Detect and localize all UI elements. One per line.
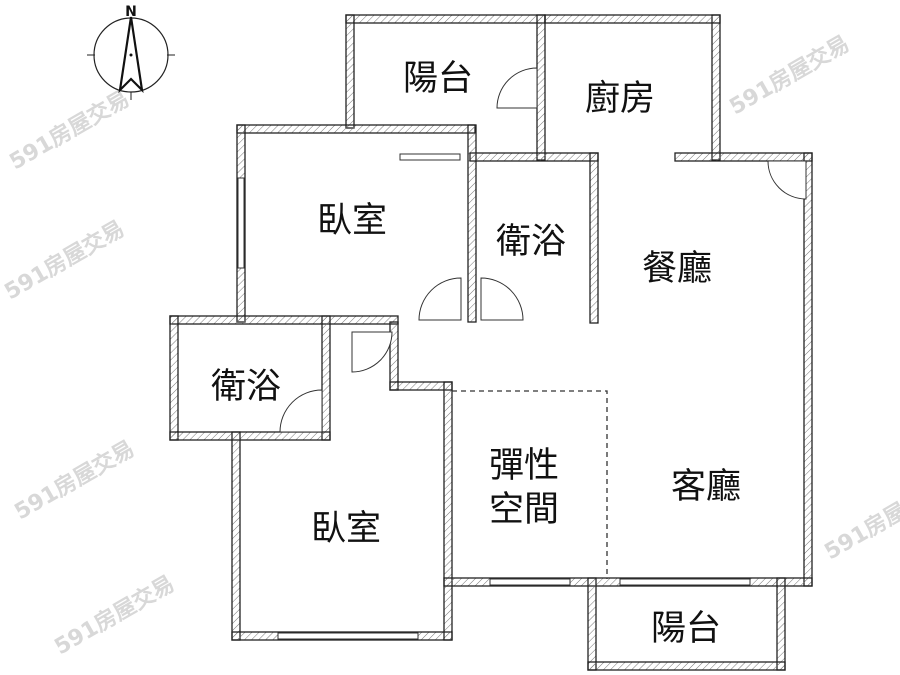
flex-space-boundary <box>452 390 608 579</box>
room-label-bath-top: 衛浴 <box>496 222 566 262</box>
walls <box>169 14 813 671</box>
wall <box>803 152 813 587</box>
room-label-bath-left: 衛浴 <box>211 367 281 407</box>
wall <box>169 315 179 441</box>
wall <box>443 381 453 641</box>
door-swing <box>496 67 538 109</box>
room-label-flex-line1: 彈性 <box>489 446 559 486</box>
wall <box>674 152 813 162</box>
wall <box>544 14 721 24</box>
north-compass-icon: N <box>87 4 175 100</box>
wall <box>236 124 476 134</box>
wall <box>467 124 477 323</box>
window <box>619 578 751 586</box>
watermark-text: 591房屋交易 <box>50 571 179 660</box>
wall <box>711 14 721 161</box>
wall <box>169 315 399 325</box>
wall <box>587 661 786 671</box>
room-label-balcony-bottom: 陽台 <box>651 609 721 649</box>
wall <box>321 315 331 441</box>
windows <box>237 153 751 640</box>
wall <box>345 14 355 129</box>
window <box>277 632 419 640</box>
wall <box>589 152 599 324</box>
door-swing <box>480 277 524 321</box>
door-swing <box>418 277 462 321</box>
room-label-dining: 餐廳 <box>642 249 712 289</box>
window <box>489 578 571 586</box>
wall <box>231 431 241 641</box>
room-label-bedroom-bottom: 臥室 <box>311 509 381 549</box>
doors <box>279 67 807 433</box>
watermark-text: 591房屋交易 <box>10 436 139 525</box>
window <box>399 153 461 161</box>
watermark-text: 591房屋交易 <box>820 476 900 565</box>
wall <box>389 381 453 391</box>
room-label-flex-line2: 空間 <box>489 490 559 530</box>
watermark-text: 591房屋交易 <box>725 31 854 120</box>
door-swing <box>767 160 807 200</box>
watermark-text: 591房屋交易 <box>0 216 129 305</box>
door-swing <box>351 331 393 373</box>
wall <box>776 577 786 671</box>
room-label-kitchen: 廚房 <box>585 79 655 119</box>
wall <box>345 14 546 24</box>
room-label-bedroom-top: 臥室 <box>317 201 387 241</box>
compass-north-label: N <box>125 4 137 20</box>
watermark-text: 591房屋交易 <box>5 86 134 175</box>
wall <box>536 14 546 161</box>
door-swing <box>279 389 323 433</box>
wall <box>587 577 597 671</box>
wall <box>469 152 599 162</box>
window <box>237 177 245 269</box>
wall <box>169 431 331 441</box>
room-label-balcony-top: 陽台 <box>403 59 473 99</box>
room-label-living: 客廳 <box>671 467 741 507</box>
